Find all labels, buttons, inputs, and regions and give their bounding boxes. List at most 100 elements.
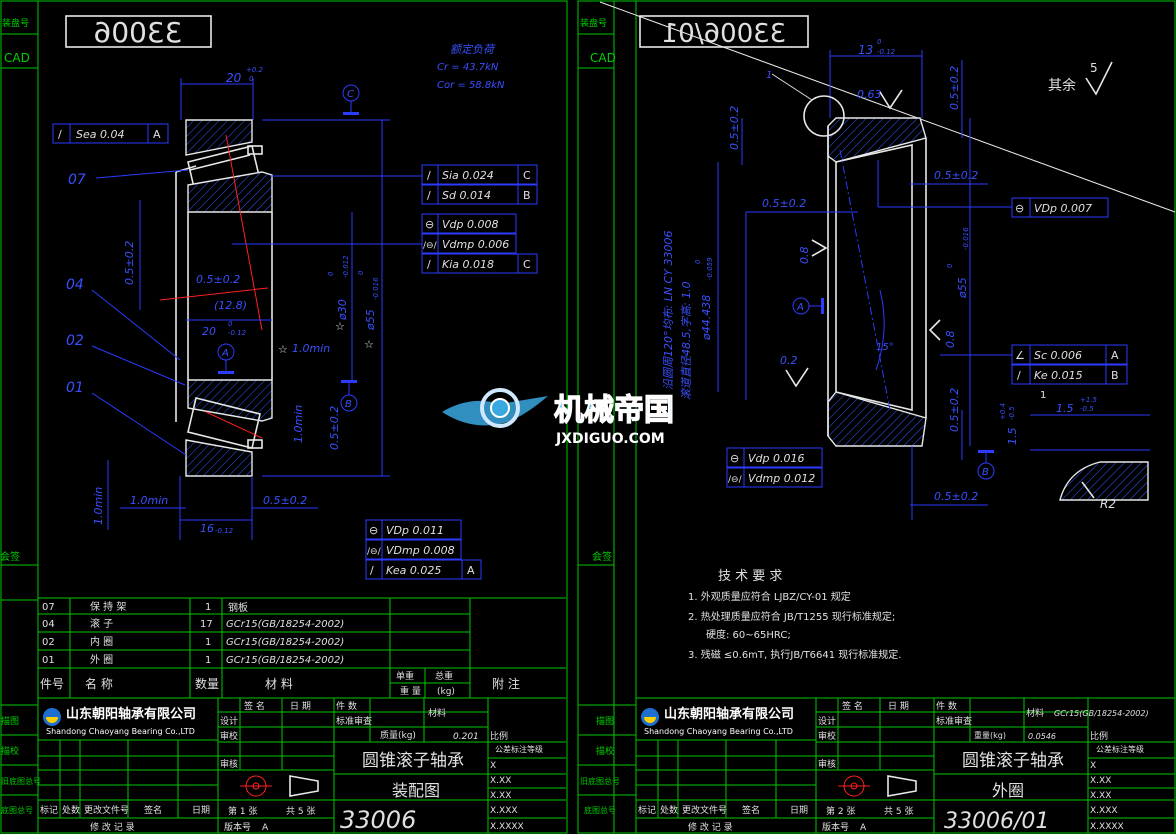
svg-text:设计: 设计	[818, 715, 836, 727]
right-title-box	[639, 15, 809, 48]
svg-text:数量: 数量	[195, 676, 219, 691]
svg-text:共 5 张: 共 5 张	[884, 806, 913, 817]
svg-text:标记: 标记	[40, 804, 58, 816]
svg-text:Kia 0.018: Kia 0.018	[442, 258, 494, 271]
dim-05-mid: 0.5±0.2	[196, 273, 240, 286]
fcf-vdp2-right: ⊖ Vdp 0.016	[726, 447, 823, 468]
svg-text:A: A	[860, 823, 867, 833]
left-side-top: 会签	[0, 550, 20, 563]
svg-text:Vdmp 0.012: Vdmp 0.012	[748, 472, 815, 485]
svg-text:外圈: 外圈	[992, 781, 1024, 800]
star-b: ☆	[335, 320, 345, 333]
roughness-5: 5	[1090, 61, 1098, 75]
fcf-ke-note: 1	[1040, 390, 1046, 401]
tech-1: 1. 外观质量应符合 LJBZ/CY-01 规定	[688, 590, 851, 603]
dim-20-tol-dn: 0	[249, 75, 254, 83]
svg-text:GCr15(GB/18254-2002): GCr15(GB/18254-2002)	[226, 637, 344, 648]
detail-vtol-up: +0.4	[999, 403, 1007, 420]
rating-cr: Cr = 43.7kN	[437, 62, 499, 73]
left-side-label-3: 底图总号	[1, 805, 33, 815]
svg-text:VDp 0.007: VDp 0.007	[1034, 202, 1092, 215]
svg-text:X.XX: X.XX	[1090, 776, 1111, 786]
dim-zero-a: 0	[327, 271, 335, 276]
star-c: ☆	[364, 338, 374, 351]
svg-text:材料: 材料	[428, 707, 446, 719]
detail-tol-dn: -0.5	[1080, 405, 1094, 413]
svg-text:GCr15(GB/18254-2002): GCr15(GB/18254-2002)	[226, 655, 344, 666]
right-company-cn: 山东朝阳轴承有限公司	[664, 706, 794, 722]
star-a: ☆	[278, 343, 288, 356]
svg-text:日期: 日期	[790, 805, 808, 816]
svg-text:件 数: 件 数	[336, 700, 357, 712]
left-top-label: 装盘号	[2, 17, 29, 29]
callout-02: 02	[66, 333, 84, 349]
dim-15deg: 15°	[876, 342, 894, 353]
dim-d30: ø30	[336, 299, 349, 321]
svg-text:R2: R2	[1100, 497, 1116, 511]
svg-text:X: X	[1090, 761, 1096, 771]
tech-title: 技 术 要 求	[718, 569, 782, 584]
vertical-note-1: 沿圆周120°均布: LN CY 33006	[662, 231, 675, 390]
svg-text:签 名: 签 名	[842, 700, 863, 712]
svg-text:/: /	[427, 169, 431, 182]
svg-text:件 数: 件 数	[936, 700, 957, 712]
fcf-vdmp2-right: /⊖/ Vdmp 0.012	[726, 467, 823, 488]
svg-text:X.XXXX: X.XXXX	[490, 822, 524, 832]
svg-text:/: /	[427, 258, 431, 271]
dim-d55-r-tol: -0.016	[962, 227, 970, 250]
dim-05-right: 0.5±0.2	[328, 406, 341, 450]
svg-text:Vdmp 0.006: Vdmp 0.006	[442, 238, 509, 251]
bearing-section	[159, 119, 273, 477]
left-side-label-0: 描图	[1, 715, 19, 727]
svg-text:修 改 记 录: 修 改 记 录	[90, 821, 135, 833]
dim-16-tol: -0.12	[215, 527, 234, 535]
fcf-vdmp: /⊖/ Vdmp 0.006	[421, 233, 517, 254]
datum-b-label: B	[345, 399, 352, 410]
svg-text:滚 子: 滚 子	[90, 617, 113, 630]
watermark-cn: 机械帝国	[554, 393, 674, 428]
svg-text:X.XXX: X.XXX	[490, 806, 518, 816]
detail-vtol-dn: -0.5	[1008, 406, 1016, 420]
svg-text:设计: 设计	[220, 715, 238, 727]
watermark: 机械帝国 JXDIGUO.COM	[442, 388, 675, 447]
svg-text:33006: 33006	[340, 806, 416, 834]
svg-text:日 期: 日 期	[290, 701, 311, 712]
svg-text:圆锥滚子轴承: 圆锥滚子轴承	[962, 751, 1064, 771]
left-company-cn: 山东朝阳轴承有限公司	[66, 706, 196, 722]
dim-05-r2: 0.5±0.2	[948, 66, 961, 110]
datum-c-label: C	[347, 89, 354, 100]
svg-text:标准审查: 标准审查	[336, 715, 372, 727]
svg-text:Kea 0.025: Kea 0.025	[386, 564, 441, 577]
svg-text:X.XX: X.XX	[490, 776, 511, 786]
svg-text:审校: 审校	[220, 730, 238, 742]
svg-text:重量(kg): 重量(kg)	[974, 730, 1006, 740]
svg-text:04: 04	[42, 619, 55, 630]
callout-04: 04	[66, 277, 84, 293]
dim-063: 0.63	[857, 88, 882, 101]
dim-12-8: (12.8)	[214, 299, 247, 312]
callout-07: 07	[68, 172, 86, 188]
right-top-label: 装盘号	[580, 17, 607, 29]
svg-text:1: 1	[205, 637, 211, 648]
svg-text:∠: ∠	[1015, 349, 1025, 362]
fcf-sea: / Sea 0.04 A	[52, 123, 169, 144]
svg-text:A: A	[153, 128, 161, 141]
dim-1min-d: 1.0min	[130, 494, 168, 507]
svg-text:B: B	[1111, 369, 1119, 382]
right-side-top: 会签	[592, 550, 612, 563]
svg-text:比例: 比例	[490, 730, 508, 742]
dim-d55-tol: -0.016	[372, 277, 380, 300]
svg-text:比例: 比例	[1090, 730, 1108, 742]
svg-text:共 5 张: 共 5 张	[286, 806, 315, 817]
dim-05-r6: 0.5±0.2	[934, 490, 978, 503]
left-side-label-1: 描校	[1, 745, 19, 757]
left-title-block: 山东朝阳轴承有限公司 Shandong Chaoyang Bearing Co.…	[37, 698, 566, 834]
datum-a-label: A	[221, 348, 229, 359]
svg-text:17: 17	[200, 619, 213, 630]
watermark-en: JXDIGUO.COM	[555, 431, 665, 447]
svg-text:版本号: 版本号	[822, 821, 849, 833]
svg-text:名 称: 名 称	[85, 676, 113, 691]
svg-text:1.5: 1.5	[1056, 402, 1074, 415]
svg-text:33006/01: 33006/01	[944, 809, 1049, 834]
svg-text:审核: 审核	[818, 758, 836, 770]
